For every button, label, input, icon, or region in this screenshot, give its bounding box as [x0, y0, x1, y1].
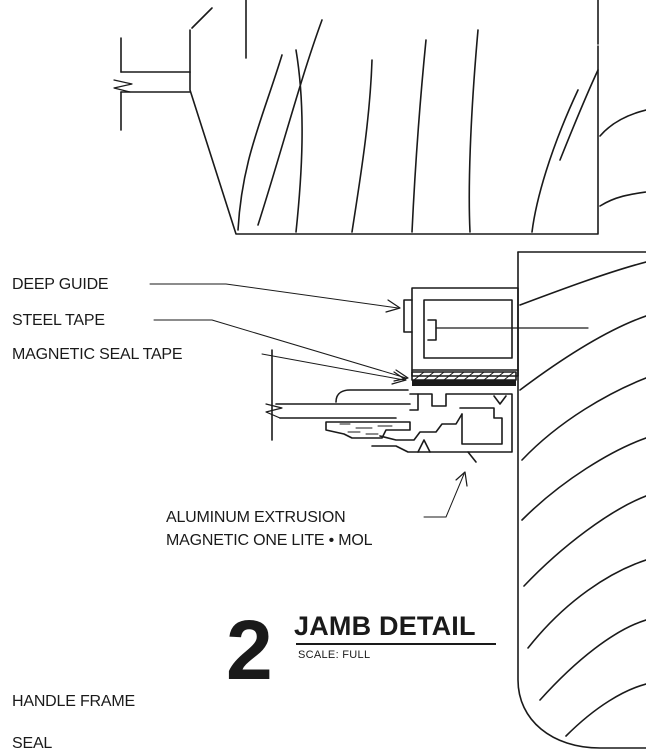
detail-number: 2: [226, 603, 273, 697]
deep-guide-channel: [403, 287, 589, 377]
leader-magnetic-seal-tape: [261, 353, 405, 381]
leader-lines: [149, 283, 465, 518]
aluminum-extrusion: [371, 393, 513, 463]
label-magnetic-seal-tape: MAGNETIC SEAL TAPE: [12, 346, 183, 363]
leader-aluminum-extrusion: [423, 473, 465, 518]
leader-deep-guide: [149, 283, 399, 309]
detail-scale: SCALE: FULL: [298, 649, 371, 661]
door-sash: [265, 349, 411, 441]
detail-title: JAMB DETAIL: [294, 611, 476, 641]
leader-steel-tape: [153, 319, 407, 379]
title-underline: [296, 643, 496, 645]
leader-arrowheads: [385, 299, 468, 487]
magnetic-seal-strip: [411, 371, 517, 386]
head-frame-block: [113, 0, 599, 235]
label-steel-tape: STEEL TAPE: [12, 312, 105, 329]
label-aluminum-extrusion: ALUMINUM EXTRUSION: [166, 509, 346, 526]
label-seal: SEAL: [12, 735, 53, 752]
label-handle-frame: HANDLE FRAME: [12, 693, 135, 710]
label-deep-guide: DEEP GUIDE: [12, 276, 109, 293]
label-magnetic-one-lite: MAGNETIC ONE LITE • MOL: [166, 532, 373, 549]
jamb-post: [517, 0, 646, 749]
